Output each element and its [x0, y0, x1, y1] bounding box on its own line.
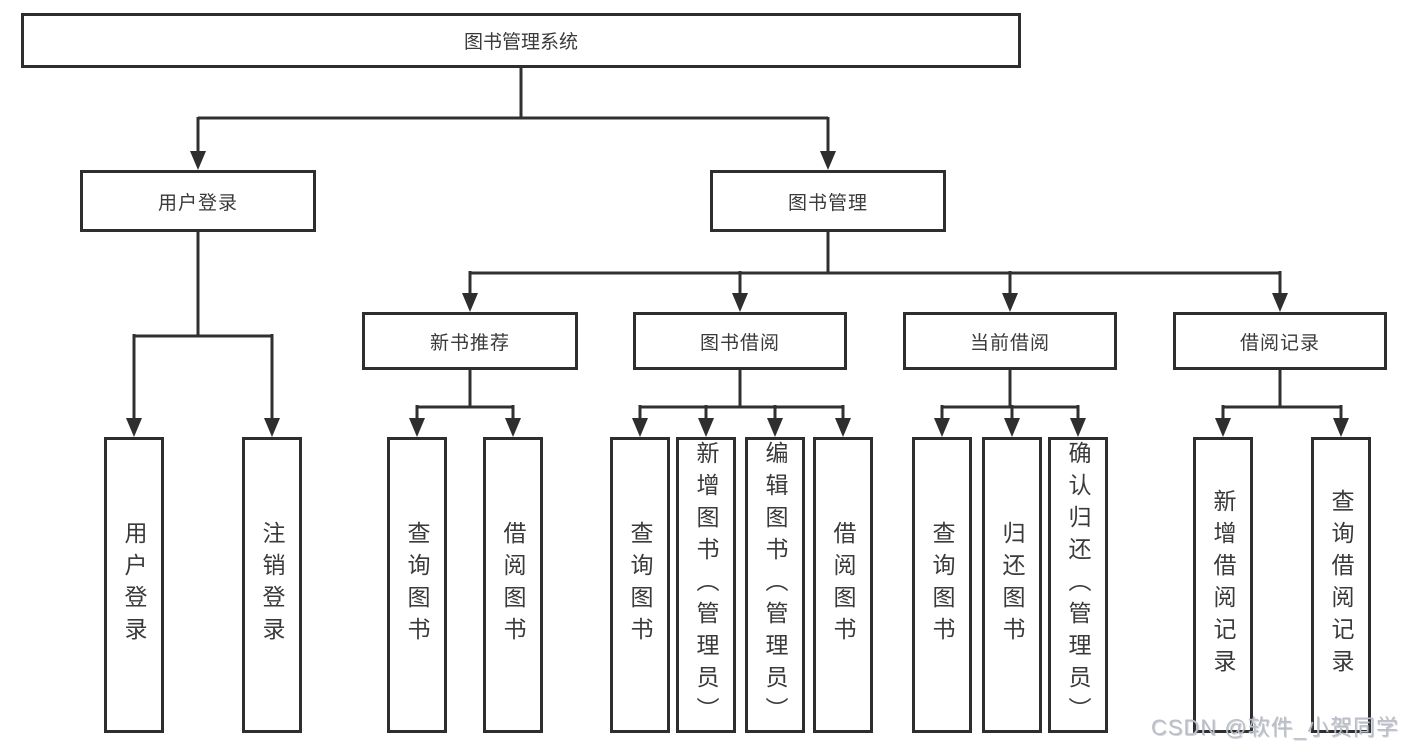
- node-label: 确认归还（管理员）: [1065, 441, 1091, 729]
- node-label: 归还图书: [999, 521, 1025, 649]
- leaf-query-books-2: 查询图书: [610, 437, 670, 733]
- node-label: 编辑图书（管理员）: [762, 441, 788, 729]
- leaf-borrow-books-1: 借阅图书: [483, 437, 543, 733]
- leaf-add-borrow-record: 新增借阅记录: [1193, 437, 1253, 733]
- node-label: 图书管理系统: [463, 32, 578, 53]
- node-label: 新书推荐: [429, 332, 510, 354]
- node-label: 图书借阅: [699, 332, 780, 354]
- node-label: 查询借阅记录: [1328, 489, 1354, 681]
- node-label: 注销登录: [259, 521, 285, 649]
- leaf-borrow-books-2: 借阅图书: [813, 437, 873, 733]
- node-label: 借阅记录: [1239, 332, 1320, 354]
- node-label: 查询图书: [627, 521, 653, 649]
- node-label: 用户登录: [121, 521, 147, 649]
- leaf-query-borrow-record: 查询借阅记录: [1311, 437, 1371, 733]
- leaf-return-books: 归还图书: [982, 437, 1042, 733]
- node-label: 当前借阅: [969, 332, 1050, 354]
- leaf-user-login: 用户登录: [104, 437, 164, 733]
- node-root-library-system: 图书管理系统: [21, 13, 1021, 68]
- node-current-borrowing: 当前借阅: [903, 312, 1117, 370]
- leaf-confirm-return-admin: 确认归还（管理员）: [1048, 437, 1108, 733]
- node-label: 新增图书（管理员）: [693, 441, 719, 729]
- leaf-query-books-3: 查询图书: [912, 437, 972, 733]
- node-label: 用户登录: [157, 192, 238, 214]
- node-book-borrowing: 图书借阅: [633, 312, 847, 370]
- leaf-query-books-1: 查询图书: [387, 437, 447, 733]
- node-label: 图书管理: [787, 192, 868, 214]
- node-label: 查询图书: [929, 521, 955, 649]
- node-borrowing-records: 借阅记录: [1173, 312, 1387, 370]
- leaf-logout: 注销登录: [242, 437, 302, 733]
- node-label: 借阅图书: [830, 521, 856, 649]
- leaf-add-books-admin: 新增图书（管理员）: [676, 437, 736, 733]
- node-label: 查询图书: [404, 521, 430, 649]
- node-book-management: 图书管理: [710, 170, 946, 232]
- node-user-login-group: 用户登录: [80, 170, 316, 232]
- node-new-book-recommend: 新书推荐: [362, 312, 578, 370]
- leaf-edit-books-admin: 编辑图书（管理员）: [745, 437, 805, 733]
- csdn-watermark: CSDN @软件_小贺同学: [1150, 715, 1399, 740]
- node-label: 借阅图书: [500, 521, 526, 649]
- node-label: 新增借阅记录: [1210, 489, 1236, 681]
